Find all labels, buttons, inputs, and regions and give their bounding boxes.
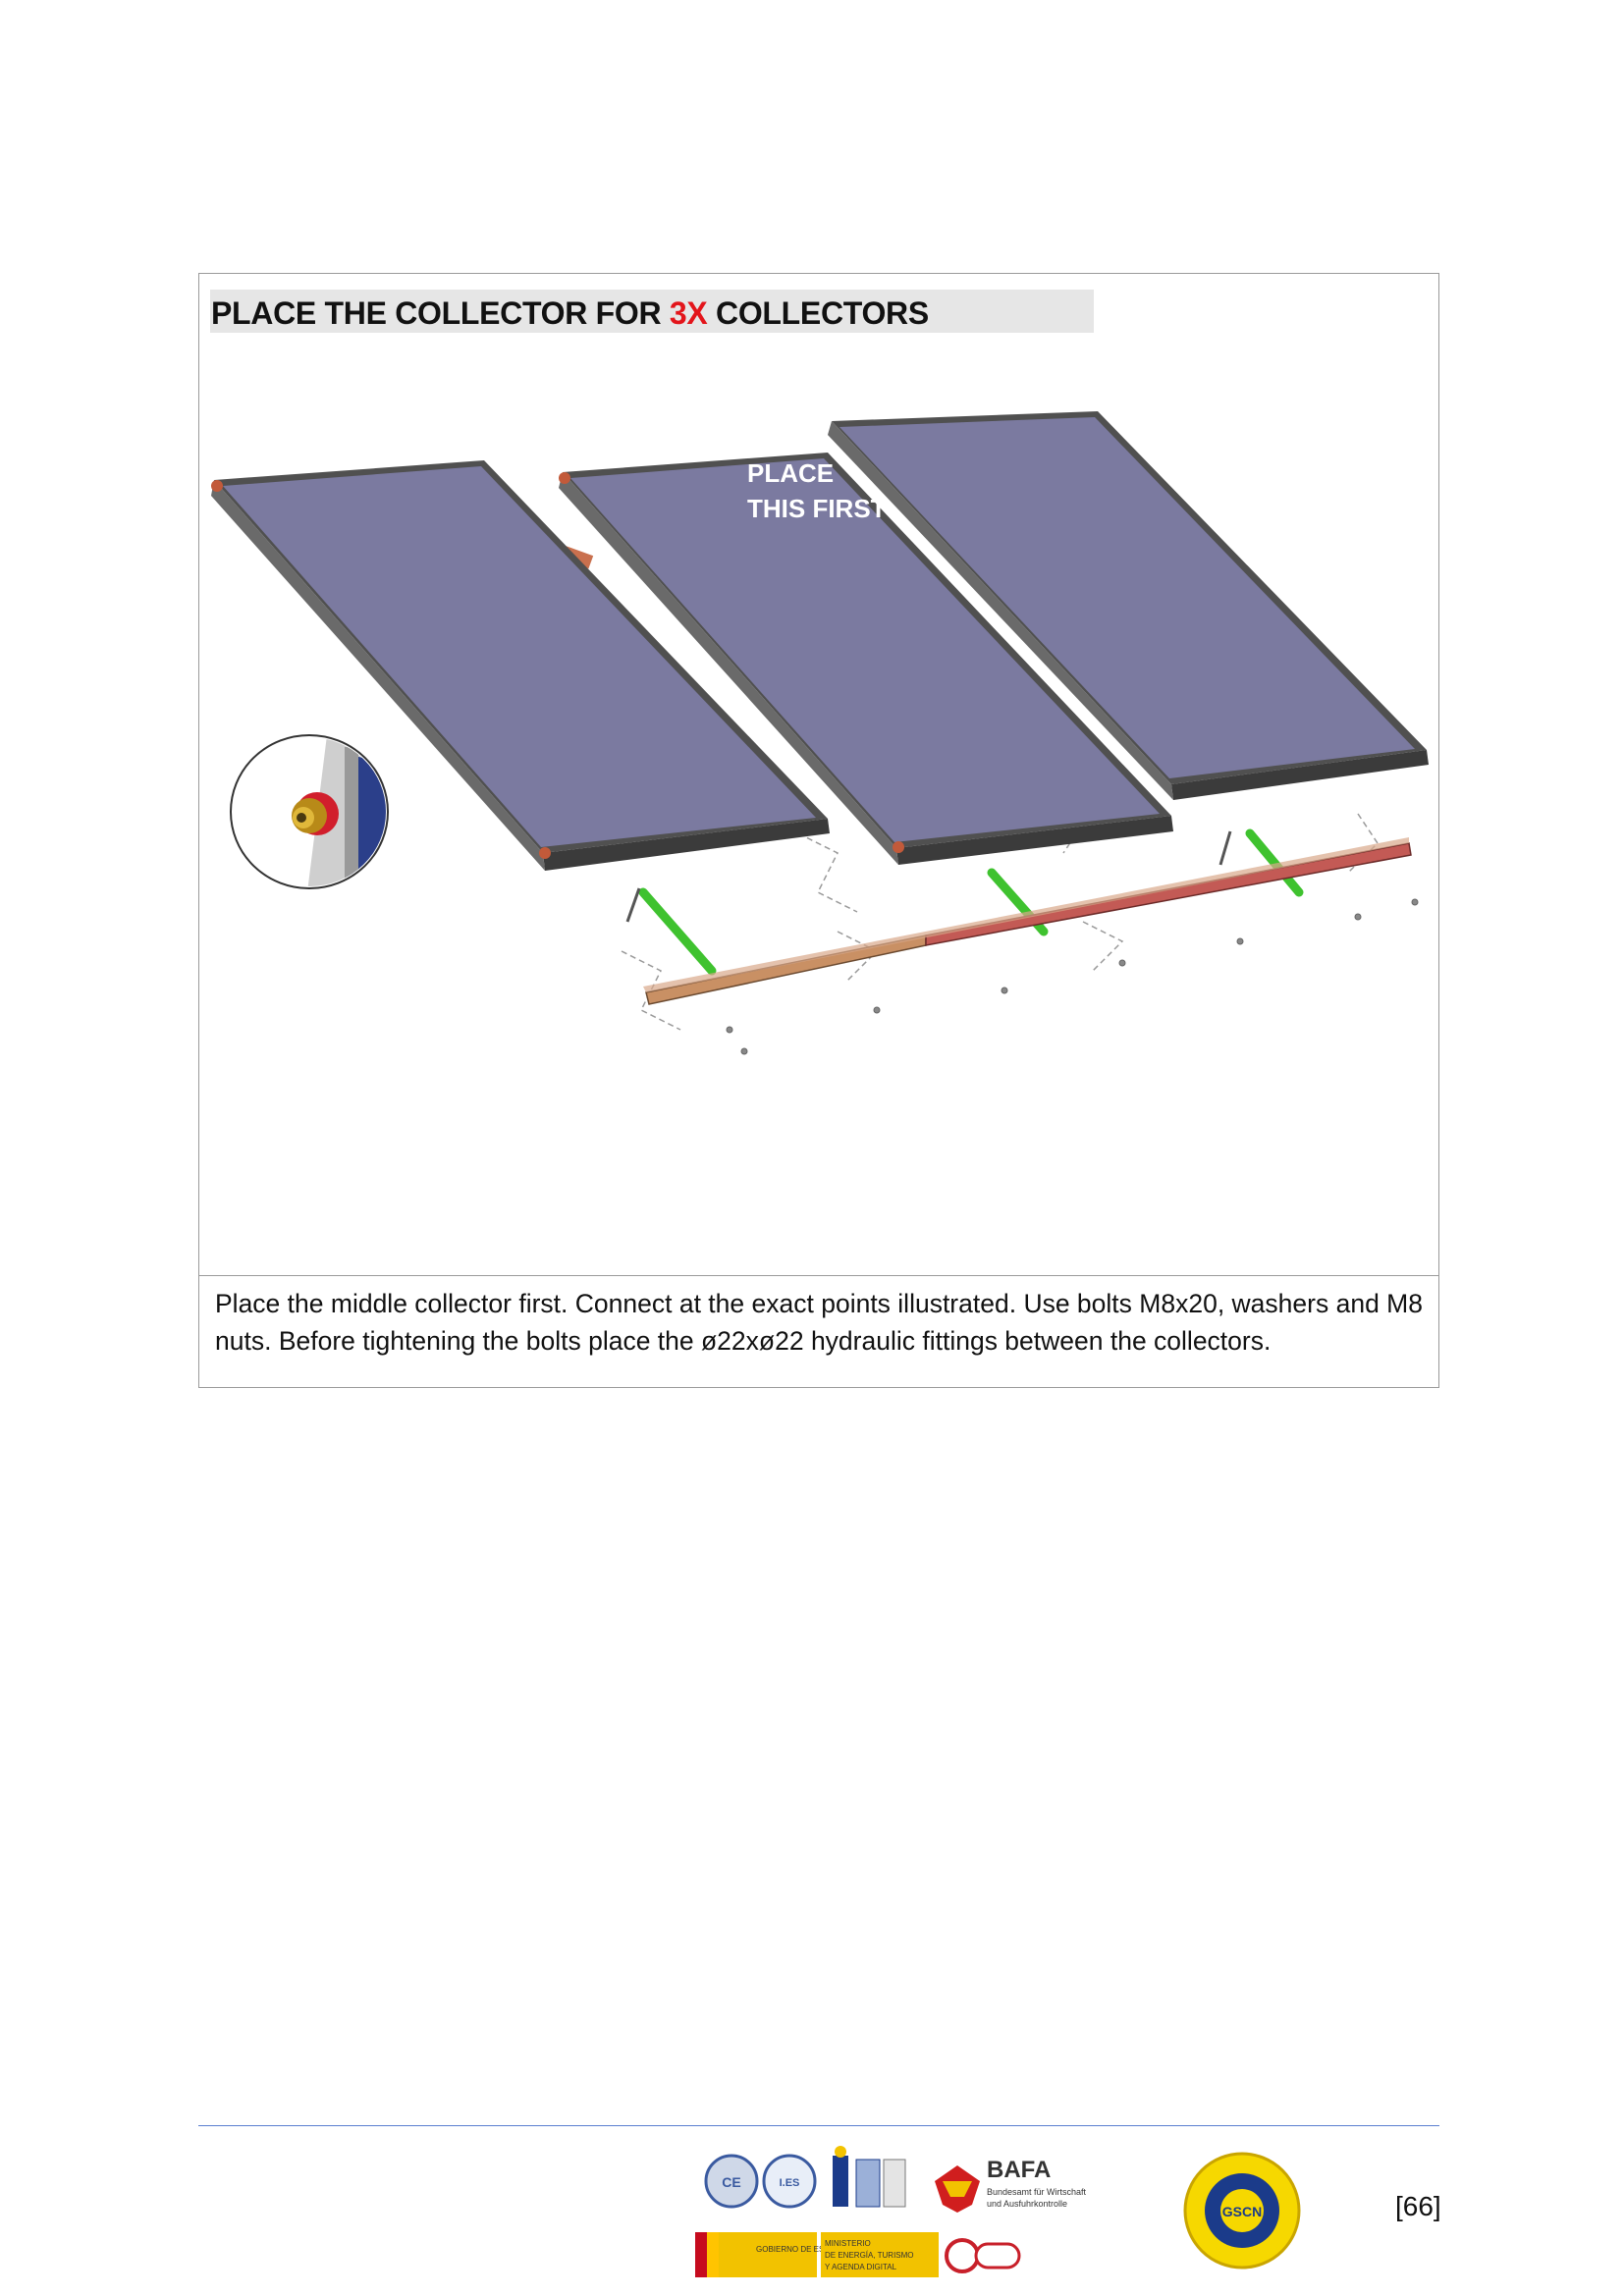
quality-seal-logo: CE xyxy=(704,2154,759,2209)
instruction-box: PLACE THE COLLECTOR FOR 3X COLLECTORS xyxy=(198,273,1439,1388)
rail-right xyxy=(925,842,1412,946)
mounting-rail xyxy=(643,837,1412,1005)
title-prefix: PLACE THE COLLECTOR FOR xyxy=(211,295,670,331)
svg-text:CE: CE xyxy=(722,2174,740,2190)
bafa-eagle-icon xyxy=(935,2165,980,2213)
svg-text:I.ES: I.ES xyxy=(780,2177,800,2189)
test-lab-logo: I.ES xyxy=(762,2154,817,2209)
institute-logo xyxy=(855,2159,906,2208)
ministry-logo: MINISTERIO DE ENERGÍA, TURISMO Y AGENDA … xyxy=(821,2232,939,2277)
bafa-subtitle-2: und Ausfuhrkontrolle xyxy=(987,2199,1067,2209)
bolts xyxy=(726,898,1419,1055)
bafa-title: BAFA xyxy=(987,2157,1051,2183)
title-accent: 3X xyxy=(669,295,708,331)
figure-label-line2: THIS FIRST xyxy=(747,494,887,523)
title-bar xyxy=(210,290,1094,333)
gobierno-label: GOBIERNO DE ESPAÑA xyxy=(756,2245,845,2254)
collector-right xyxy=(828,411,1429,800)
collector-left xyxy=(211,460,830,871)
ministry-line2: DE ENERGÍA, TURISMO xyxy=(825,2251,914,2260)
section-title: PLACE THE COLLECTOR FOR 3X COLLECTORS xyxy=(211,295,929,332)
energy-label-icon xyxy=(833,2146,848,2207)
instruction-caption: Place the middle collector first. Connec… xyxy=(215,1289,1423,1356)
support-leg xyxy=(1245,828,1304,897)
gscn-seal: GSCN xyxy=(1183,2152,1301,2269)
ministry-line3: Y AGENDA DIGITAL xyxy=(825,2263,897,2271)
gscn-label: GSCN xyxy=(1222,2204,1262,2219)
footer-rule xyxy=(198,2125,1439,2126)
page-number: [66] xyxy=(1395,2191,1441,2221)
ministry-line1: MINISTERIO xyxy=(825,2239,871,2248)
spanish-government-logo: GOBIERNO DE ESPAÑA xyxy=(695,2232,845,2277)
certification-logos: CE I.ES BAFA Bundesamt für Wirtschaft un… xyxy=(695,2146,1301,2277)
title-suffix: COLLECTORS xyxy=(707,295,929,331)
support-leg xyxy=(638,887,717,976)
detail-inset xyxy=(230,734,389,889)
bafa-subtitle-1: Bundesamt für Wirtschaft xyxy=(987,2187,1087,2197)
figure-label-line1: PLACE xyxy=(747,458,834,488)
caption-divider xyxy=(199,1275,1438,1276)
collector-middle xyxy=(559,453,1173,865)
collector-assembly-illustration: PLACE THIS FIRST xyxy=(211,411,1429,1055)
red-circle-logo xyxy=(945,2238,1021,2273)
